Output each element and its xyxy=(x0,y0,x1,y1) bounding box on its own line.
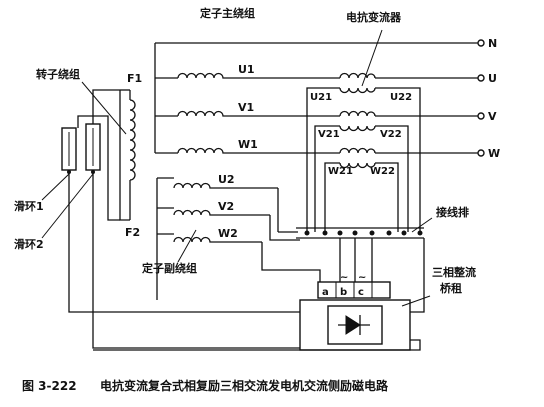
label-stator-main: 定子主绕组 xyxy=(200,6,255,20)
label-reactor: 电抗变流器 xyxy=(346,10,402,24)
terminal-W21: W21 xyxy=(328,166,353,177)
figure-caption: 电抗变流复合式相复励三相交流发电机交流侧励磁电路 xyxy=(100,378,389,393)
terminal-V1: V1 xyxy=(238,101,254,114)
terminal-F1: F1 xyxy=(127,72,142,85)
terminal-c: c xyxy=(358,287,364,298)
coil-W1 xyxy=(177,147,232,154)
rectifier-bridge: a b c ~ ~ xyxy=(93,238,431,351)
output-W-label: W xyxy=(488,147,500,160)
reactor-coil-V xyxy=(339,110,376,117)
label-terminal-strip: 接线排 xyxy=(436,205,469,219)
ac-symbol-2: ~ xyxy=(358,272,366,283)
output-V-label: V xyxy=(488,110,497,123)
rotor-assembly: F1 F2 xyxy=(41,72,300,349)
stator-main-windings: U1 V1 W1 xyxy=(177,63,258,154)
terminal-W22: W22 xyxy=(370,166,395,177)
output-U-label: U xyxy=(488,72,497,85)
terminal-strip xyxy=(296,217,433,282)
reactor-transformers: U21 U22 V21 V22 W21 W22 xyxy=(306,29,421,232)
output-N-label: N xyxy=(488,37,497,50)
label-stator-aux: 定子副绕组 xyxy=(142,261,197,275)
label-slip-ring-2: 滑环2 xyxy=(14,237,44,251)
terminal-b: b xyxy=(340,287,347,298)
terminal-U22: U22 xyxy=(390,92,412,103)
coil-V1 xyxy=(177,110,232,117)
terminal-a: a xyxy=(322,287,329,298)
terminal-F2: F2 xyxy=(125,226,140,239)
terminal-W2: W2 xyxy=(218,227,238,240)
coil-W2 xyxy=(173,236,262,243)
terminal-V2: V2 xyxy=(218,200,234,213)
output-terminals: N U V W xyxy=(477,37,500,160)
rotor-coil xyxy=(129,99,136,181)
reactor-coil-U xyxy=(339,72,376,79)
label-slip-ring-1: 滑环1 xyxy=(14,199,44,213)
coil-V2 xyxy=(173,209,270,216)
figure-number: 图 3-222 xyxy=(22,379,77,393)
terminal-U2: U2 xyxy=(218,173,235,186)
terminal-V21: V21 xyxy=(318,129,340,140)
terminal-V22: V22 xyxy=(380,129,402,140)
terminal-U1: U1 xyxy=(238,63,255,76)
coil-U2 xyxy=(173,182,278,189)
terminal-W1: W1 xyxy=(238,138,258,151)
reactor-coil-W xyxy=(339,147,376,154)
label-rotor: 转子绕组 xyxy=(36,67,80,81)
ac-symbol-1: ~ xyxy=(340,272,348,283)
stator-aux-windings: U2 V2 W2 xyxy=(156,173,321,300)
coil-U1 xyxy=(177,72,232,79)
label-rectifier-1: 三相整流 xyxy=(432,265,476,279)
output-lines xyxy=(154,42,478,154)
label-rectifier-2: 桥租 xyxy=(440,281,462,295)
terminal-U21: U21 xyxy=(310,92,332,103)
